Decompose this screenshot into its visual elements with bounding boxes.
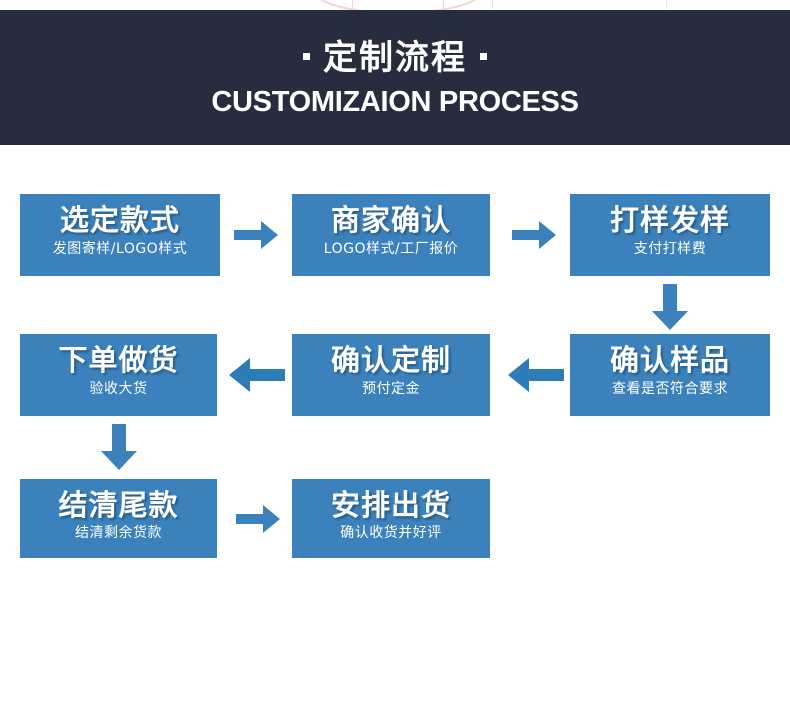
step-box-8[interactable]: 安排出货 确认收货并好评 [292,479,490,558]
process-flow-diagram: 选定款式 发图寄样/LOGO样式 商家确认 LOGO样式/工厂报价 打样发样 支… [0,145,790,720]
step-box-5[interactable]: 确认定制 预付定金 [292,334,490,416]
arrow-left-step4-step5 [508,357,564,393]
step-subtitle-6: 验收大货 [89,381,148,398]
header-banner: 定制流程 CUSTOMIZAION PROCESS [0,10,790,145]
step-title-7: 结清尾款 [58,488,179,522]
arrow-left-step5-step6 [229,357,285,393]
step-subtitle-2: LOGO样式/工厂报价 [323,241,459,258]
step-subtitle-3: 支付打样费 [633,241,707,258]
watermark-box [352,0,444,10]
step-subtitle-8: 确认收货并好评 [340,525,442,542]
page-title-chinese-text: 定制流程 [323,38,467,78]
arrow-right-step7-step8 [236,504,280,534]
page-title-chinese: 定制流程 [0,10,790,77]
arrow-right-step2-step3 [512,220,556,250]
watermark-line-right [666,0,667,9]
step-box-2[interactable]: 商家确认 LOGO样式/工厂报价 [292,194,490,276]
arrow-down-step3-step4 [650,284,690,330]
step-title-4: 确认样品 [609,343,730,377]
step-title-5: 确认定制 [330,343,451,377]
arrow-right-step1-step2 [234,220,278,250]
arrow-down-step6-step7 [99,424,139,470]
step-subtitle-5: 预付定金 [362,381,420,398]
step-subtitle-4: 查看是否符合要求 [612,381,728,398]
step-subtitle-1: 发图寄样/LOGO样式 [52,241,188,258]
page-title-english: CUSTOMIZAION PROCESS [211,86,579,119]
step-title-8: 安排出货 [330,488,451,522]
step-box-6[interactable]: 下单做货 验收大货 [20,334,217,416]
step-title-1: 选定款式 [59,203,180,237]
step-subtitle-7: 结清剩余货款 [75,525,162,542]
step-title-6: 下单做货 [58,343,179,377]
step-box-7[interactable]: 结清尾款 结清剩余货款 [20,479,217,558]
step-box-3[interactable]: 打样发样 支付打样费 [570,194,770,276]
step-title-2: 商家确认 [330,203,451,237]
title-decoration-square-left [303,53,310,60]
top-watermark-strip [0,0,790,10]
step-title-3: 打样发样 [609,203,730,237]
watermark-line-left [492,0,493,9]
step-box-1[interactable]: 选定款式 发图寄样/LOGO样式 [20,194,220,276]
title-decoration-square-right [480,53,487,60]
step-box-4[interactable]: 确认样品 查看是否符合要求 [570,334,770,416]
